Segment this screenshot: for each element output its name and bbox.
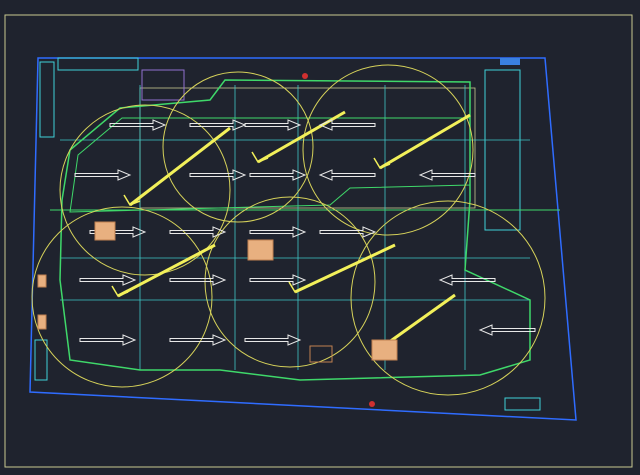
smoke-path-arrowhead <box>123 194 141 206</box>
parking-area-right <box>484 69 521 231</box>
flow-arrow-right <box>319 226 377 238</box>
flow-arrow-right <box>79 334 137 346</box>
coverage-circle <box>59 104 231 276</box>
drawing-frame <box>4 14 633 468</box>
blue-marker <box>500 58 520 65</box>
flow-arrow-right <box>169 274 227 286</box>
red-marker <box>369 401 375 407</box>
parking-area-left <box>39 61 55 138</box>
equipment-block <box>37 274 47 288</box>
parking-area-bottom <box>504 397 541 411</box>
flow-arrow-right <box>249 226 307 238</box>
site-boundary <box>29 57 577 421</box>
equipment-block <box>94 221 116 241</box>
coverage-circle <box>350 200 546 396</box>
coverage-circle <box>302 64 474 236</box>
equipment-block <box>37 314 47 330</box>
smoke-path-line <box>294 243 396 294</box>
flow-arrow-right <box>244 334 302 346</box>
flow-arrow-right <box>169 226 227 238</box>
parking-area-top <box>57 57 139 71</box>
flow-arrow-right <box>249 169 307 181</box>
flow-arrow-left <box>318 119 376 131</box>
red-marker <box>302 73 308 79</box>
equipment-block <box>247 239 274 261</box>
flow-arrow-left <box>438 274 496 286</box>
flow-arrow-right <box>189 119 247 131</box>
flow-arrow-left <box>418 169 476 181</box>
fire-lane-ring <box>59 79 531 381</box>
smoke-path-line <box>117 243 216 298</box>
flow-arrow-right <box>189 169 247 181</box>
smoke-path-arrowhead <box>111 285 129 297</box>
fire-lane-inner <box>69 117 471 213</box>
flow-arrow-right <box>79 274 137 286</box>
coverage-circle <box>31 206 213 388</box>
smoke-path-arrowhead <box>288 281 306 293</box>
flow-arrow-left <box>318 169 376 181</box>
equipment-blocks <box>37 221 398 363</box>
flow-arrow-right <box>169 334 227 346</box>
flow-arrows <box>74 119 536 346</box>
equipment-block <box>309 345 333 363</box>
smoke-path-line <box>129 126 231 207</box>
flow-arrow-right <box>74 169 132 181</box>
smoke-path-arrowhead <box>251 151 269 163</box>
parking-area-left-bottom <box>34 339 48 381</box>
flow-arrow-right <box>244 119 302 131</box>
flow-arrow-left <box>478 324 536 336</box>
equipment-block <box>371 339 398 361</box>
coverage-circle <box>162 71 314 223</box>
flow-arrow-right <box>109 119 167 131</box>
smoke-path-line <box>379 113 471 170</box>
smoke-path-arrowhead <box>373 157 391 169</box>
coverage-circles <box>31 64 546 396</box>
building-outline-top <box>139 87 476 209</box>
flow-arrow-right <box>249 274 307 286</box>
purple-room <box>141 69 185 101</box>
